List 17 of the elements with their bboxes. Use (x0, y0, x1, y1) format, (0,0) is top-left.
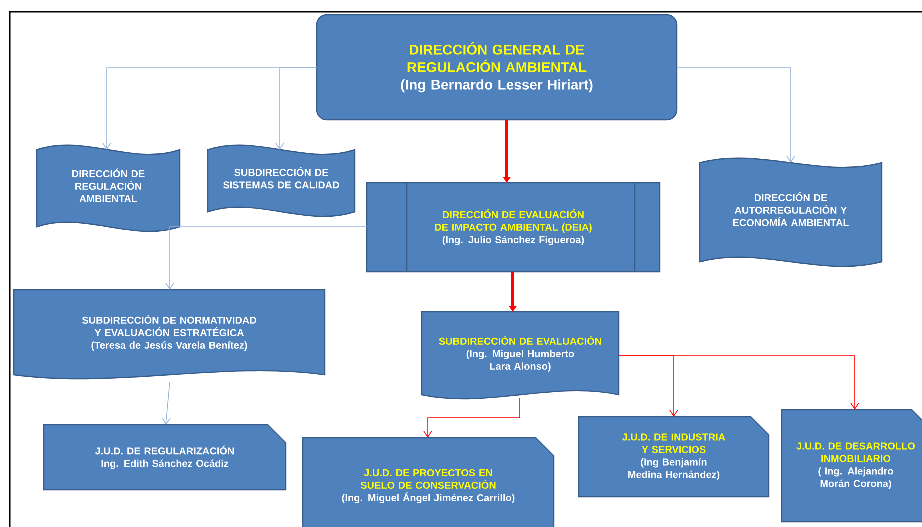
unit-box: J.U.D. DE PROYECTOS EN SUELO DE CONSERVACIÓN (Ing. Miguel Ángel Jiménez Carrillo) (302, 437, 555, 527)
unit-box: J.U.D. DE DESARROLLO INMOBILIARIO ( Ing. Alejandro Morán Corona) (781, 409, 922, 523)
arrow (166, 226, 368, 290)
title-box: DIRECCIÓN GENERAL DE REGULACIÓN AMBIENTAL (Ing Bernardo Lesser Hiriart) (316, 14, 678, 121)
arrow (618, 356, 860, 410)
banner-box: SUBDIRECCIÓN DE SISTEMAS DE CALIDAD (207, 144, 356, 218)
arrow (276, 68, 318, 150)
document-box: SUBDIRECCIÓN DE EVALUACIÓN (Ing. Miguel Humberto Lara Alonso) (421, 311, 620, 400)
arrow (162, 382, 172, 425)
arrow (424, 398, 520, 438)
unit-box: J.U.D. DE REGULARIZACIÓN Ing. Edith Sánchez Ocádiz (43, 424, 287, 491)
banner-box: DIRECCIÓN DE REGULACIÓN AMBIENTAL (36, 144, 181, 232)
arrow (676, 68, 796, 163)
process-box: DIRECCIÓN DE EVALUACIÓN DE IMPACTO AMBIENTAL (DEIA) (Ing. Julio Sánchez Figueroa) (366, 182, 661, 273)
banner-box: DIRECCIÓN DE AUTORREGULACIÓN Y ECONOMÍA AMBIENTAL (699, 158, 883, 268)
document-box: SUBDIRECCIÓN DE NORMATIVIDAD Y EVALUACIÓN ESTRATÉGICA (Teresa de Jesús Varela Benítez) (13, 289, 326, 380)
unit-box: J.U.D. DE INDUSTRIA Y SERVICIOS (Ing Benjamín Medina Hernández) (578, 416, 770, 498)
